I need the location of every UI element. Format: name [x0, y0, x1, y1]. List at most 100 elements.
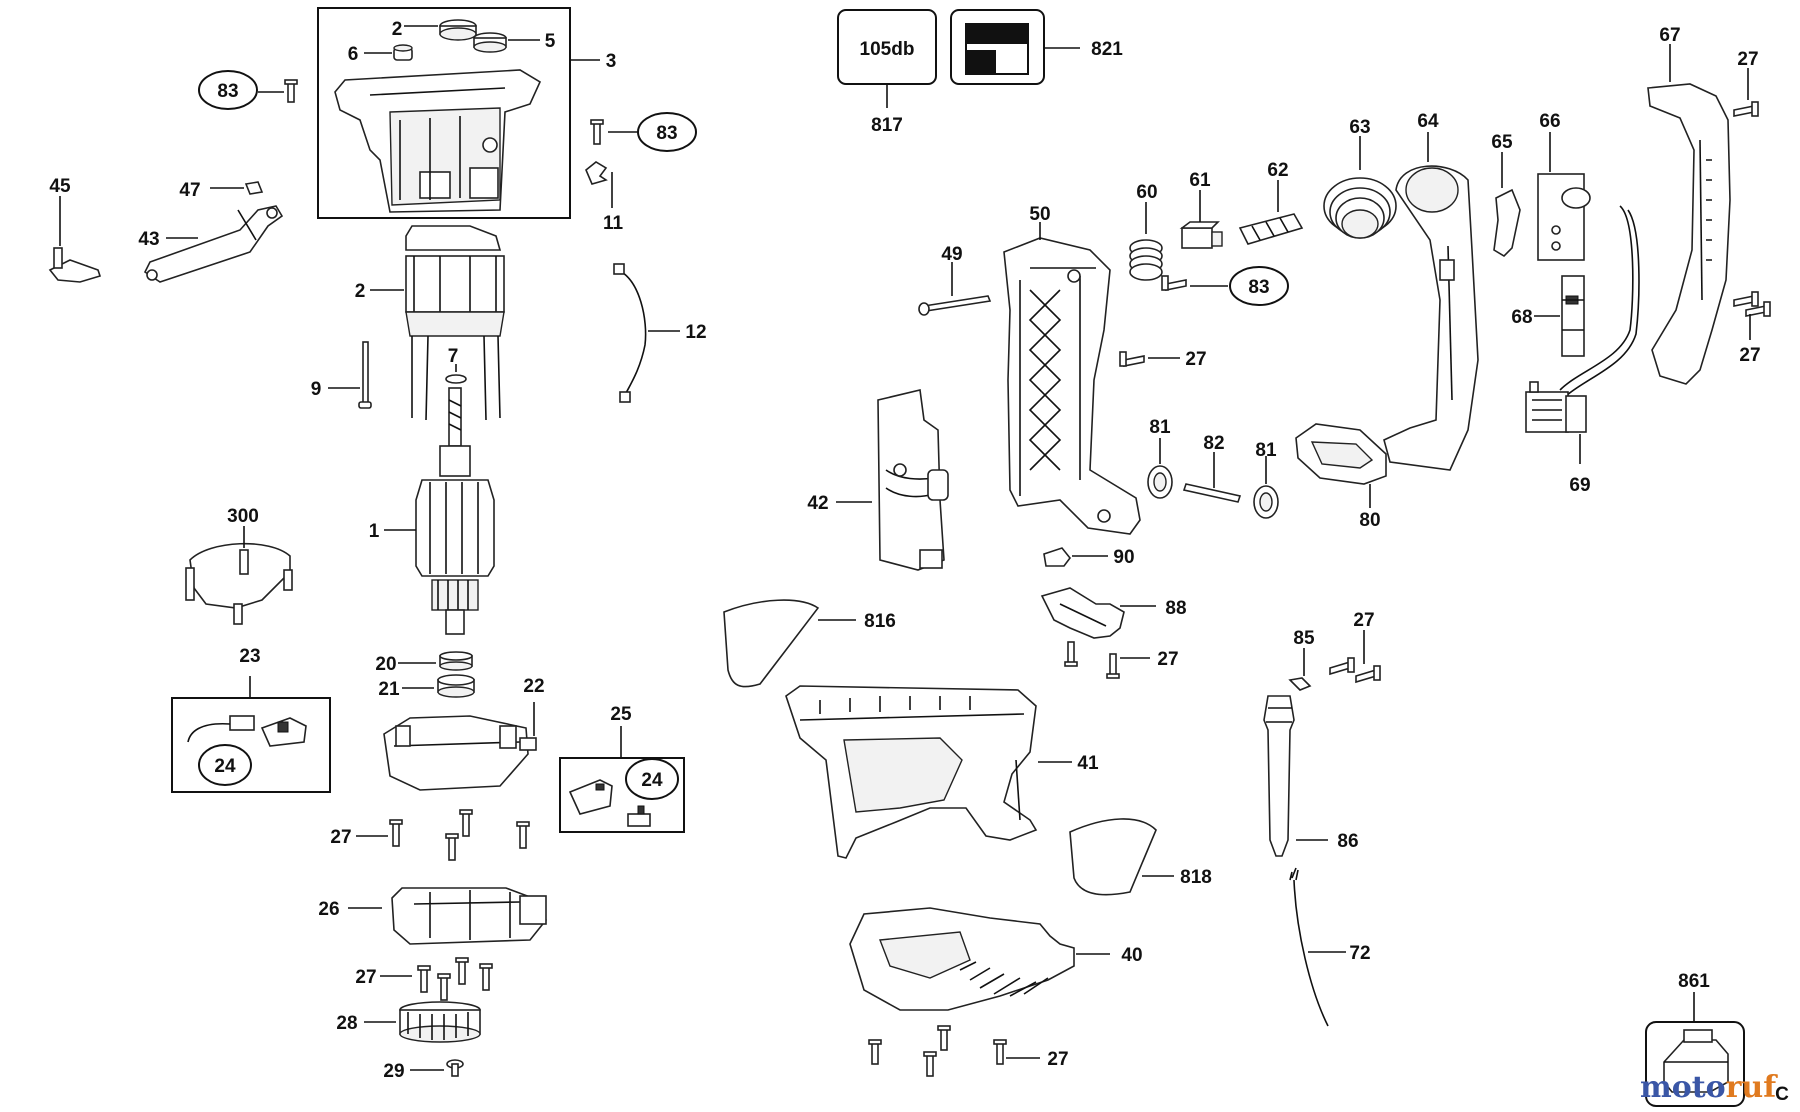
part-67-rear-handle-cover[interactable]: [1647, 83, 1731, 385]
label-1: 1: [369, 521, 380, 542]
part-28-fan[interactable]: [399, 1001, 481, 1043]
part-47-spring[interactable]: [244, 181, 264, 195]
label-81-b: 81: [1255, 440, 1277, 461]
part-82-pin[interactable]: [1182, 483, 1242, 503]
part-69-wire-harness[interactable]: [1525, 205, 1640, 433]
part-821-warning-label[interactable]: [965, 23, 1029, 75]
callout-oval-83-a: [198, 70, 258, 110]
part-85-cable-clamp[interactable]: [1288, 677, 1312, 691]
watermark: motoruf: [1640, 1070, 1778, 1105]
label-24-b: 24: [641, 770, 663, 791]
part-27-screws-set-c[interactable]: [1733, 101, 1771, 317]
part-25-brush-holder-kit[interactable]: [568, 779, 651, 827]
part-61-switch-cap[interactable]: [1179, 221, 1223, 249]
part-861-carrying-case[interactable]: [1663, 1029, 1729, 1093]
part-7-washer[interactable]: [445, 374, 467, 384]
part-3-frame: [317, 7, 571, 219]
label-27-g: 27: [1047, 1049, 1068, 1070]
part-4-bearing[interactable]: [473, 32, 507, 53]
corner-letter: C: [1775, 1084, 1789, 1105]
part-60-spring[interactable]: [1129, 239, 1163, 281]
part-6-bushing[interactable]: [393, 44, 413, 61]
part-23-frame: [171, 697, 331, 793]
part-300-ring-clip[interactable]: [185, 542, 293, 625]
part-41-motor-housing[interactable]: [785, 685, 1038, 859]
label-50: 50: [1029, 204, 1050, 225]
part-9-long-screw[interactable]: [358, 341, 372, 409]
watermark-prefix: moto: [1640, 1070, 1726, 1105]
label-43: 43: [138, 229, 159, 250]
part-86-cable-sleeve[interactable]: [1263, 695, 1295, 857]
part-90-cable-clamp[interactable]: [1043, 547, 1072, 567]
part-40-lower-housing[interactable]: [849, 907, 1075, 1011]
part-12-cable[interactable]: [613, 263, 647, 403]
label-21: 21: [378, 679, 400, 700]
part-49-long-screw[interactable]: [918, 295, 992, 316]
part-66-switch[interactable]: [1537, 173, 1591, 261]
part-27-screws-set-a[interactable]: [389, 809, 530, 861]
part-21-bearing[interactable]: [437, 674, 475, 698]
part-83-screw-b[interactable]: [590, 119, 604, 145]
part-27-screw-d[interactable]: [1119, 351, 1145, 367]
part-27-screws-set-g[interactable]: [1329, 657, 1381, 684]
label-63: 63: [1349, 117, 1370, 138]
part-63-bellows[interactable]: [1323, 177, 1397, 239]
label-4: 5: [545, 31, 556, 52]
label-818: 818: [1180, 867, 1212, 888]
label-816: 816: [864, 611, 896, 632]
label-85: 85: [1293, 628, 1315, 649]
part-83-screw-c[interactable]: [1161, 275, 1187, 291]
label-72: 72: [1349, 943, 1370, 964]
part-23-brush-set[interactable]: [187, 715, 307, 747]
part-20-bearing[interactable]: [439, 651, 473, 671]
part-50-handle-housing-half[interactable]: [1003, 237, 1141, 535]
watermark-suffix: ruf: [1726, 1070, 1779, 1105]
part-11-clip[interactable]: [585, 161, 608, 185]
part-1-armature[interactable]: [415, 387, 495, 635]
part-80-grip-insert[interactable]: [1295, 423, 1387, 485]
part-818-label[interactable]: [1069, 818, 1157, 896]
part-83-screw-a[interactable]: [284, 79, 298, 103]
part-27-screws-set-f[interactable]: [868, 1025, 1007, 1077]
label-65: 65: [1491, 132, 1513, 153]
part-68-electronic-module[interactable]: [1561, 275, 1585, 357]
label-27-b: 27: [355, 967, 376, 988]
part-81-cap-a[interactable]: [1147, 465, 1173, 499]
part-3-gear-housing[interactable]: [334, 69, 542, 213]
part-26-baffle-plate[interactable]: [391, 887, 547, 945]
label-20: 20: [375, 654, 396, 675]
part-45-knob[interactable]: [48, 247, 102, 283]
part-25-frame: [559, 757, 685, 833]
label-41: 41: [1077, 753, 1099, 774]
label-67: 67: [1659, 25, 1680, 46]
part-5-bearing[interactable]: [439, 19, 477, 41]
part-64-side-handle-frame[interactable]: [1383, 165, 1479, 471]
part-27-screws-set-e[interactable]: [1064, 641, 1120, 679]
part-72-power-cord[interactable]: [1289, 867, 1329, 1027]
part-816-label[interactable]: [723, 599, 820, 688]
part-27-screws-set-b[interactable]: [417, 957, 493, 1001]
part-88-cable-guard[interactable]: [1040, 587, 1125, 639]
part-861-frame: [1645, 1021, 1745, 1107]
part-29-screw[interactable]: [446, 1059, 464, 1077]
part-65-trigger[interactable]: [1493, 188, 1521, 258]
label-66: 66: [1539, 111, 1560, 132]
label-25: 25: [610, 704, 632, 725]
part-43-lever[interactable]: [143, 205, 284, 283]
label-49: 49: [941, 244, 962, 265]
label-68: 68: [1511, 307, 1532, 328]
label-27-a: 27: [330, 827, 351, 848]
label-9: 9: [311, 379, 322, 400]
part-22-brush-holder[interactable]: [383, 715, 537, 791]
part-81-cap-b[interactable]: [1253, 485, 1279, 519]
label-5: 2: [392, 19, 403, 40]
label-2: 2: [355, 281, 366, 302]
part-2-field-stator[interactable]: [405, 225, 505, 421]
label-24-a: 24: [214, 756, 236, 777]
label-60: 60: [1136, 182, 1157, 203]
part-62-rod-sleeve[interactable]: [1238, 213, 1304, 245]
label-83-c: 83: [1248, 277, 1269, 298]
label-821: 821: [1091, 39, 1123, 60]
part-42-control-board[interactable]: [877, 389, 949, 571]
